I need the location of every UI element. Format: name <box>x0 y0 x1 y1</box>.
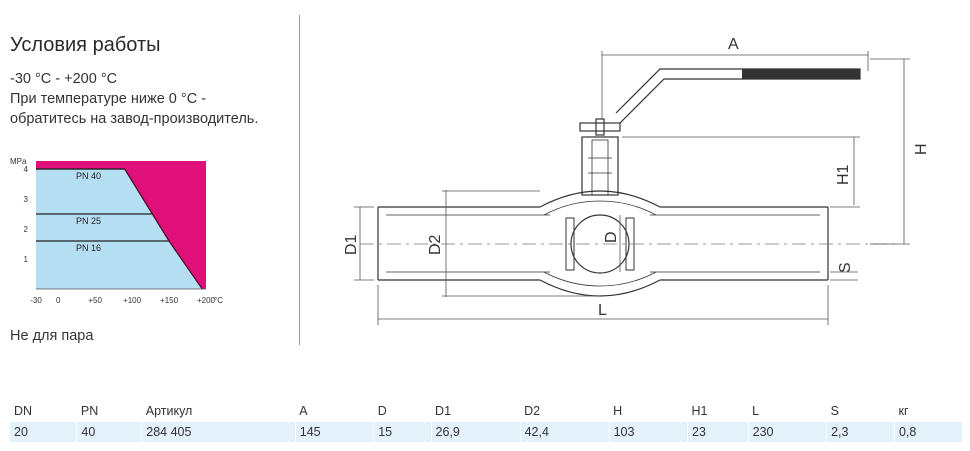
table-cell: 23 <box>687 422 749 442</box>
series-label: PN 16 <box>76 243 101 253</box>
dim-label-a: A <box>728 36 739 53</box>
section-divider <box>299 15 300 345</box>
dim-label-d: D <box>603 231 620 243</box>
dim-label-s: S <box>837 262 854 273</box>
pressure-temperature-chart: MPa °C PN 40 PN 25 PN 16 1 2 3 4 -30 0 +50 +100 +15… <box>10 157 223 305</box>
table-header-cell: D2 <box>524 404 541 418</box>
table-header-cell: H <box>613 404 623 418</box>
low-temperature-note-line2: обратитесь на завод-производитель. <box>10 111 259 127</box>
ball-valve-drawing: A H H1 D1 D2 D S L <box>343 36 930 325</box>
table-header-cell: L <box>752 404 760 418</box>
dim-label-h1: H1 <box>835 164 852 185</box>
y-tick-label: 3 <box>24 195 29 204</box>
not-for-steam-note: Не для пара <box>10 328 94 344</box>
x-tick-label: +50 <box>88 296 102 305</box>
table-cell: 42,4 <box>520 422 610 442</box>
table-cell: 0,8 <box>894 422 964 442</box>
table-header-cell: кг <box>898 404 909 418</box>
table-cell: 20 <box>10 422 78 442</box>
table-cell: 145 <box>295 422 375 442</box>
x-tick-label: +150 <box>160 296 179 305</box>
table-header-cell: D <box>377 404 387 418</box>
table-cell: 230 <box>748 422 828 442</box>
low-temperature-note-line1: При температуре ниже 0 °C - <box>10 91 207 107</box>
y-tick-label: 4 <box>24 165 29 174</box>
allowed-area <box>36 169 203 289</box>
table-cell: 15 <box>373 422 432 442</box>
table-header-cell: S <box>830 404 839 418</box>
table-header-cell: Артикул <box>145 404 193 418</box>
table-cell: 284 405 <box>141 422 296 442</box>
x-tick-label: 0 <box>56 296 61 305</box>
table-header-cell: PN <box>80 404 99 418</box>
temperature-range: -30 °C - +200 °C <box>10 71 118 87</box>
table-header-cell: D1 <box>435 404 452 418</box>
series-label: PN 25 <box>76 216 101 226</box>
dim-label-h: H <box>913 143 930 155</box>
dim-label-d1: D1 <box>343 234 360 255</box>
table-header-cell: H1 <box>691 404 708 418</box>
table-header-cell: DN <box>14 404 33 418</box>
dim-label-l: L <box>598 302 607 319</box>
table-header-cell: A <box>299 404 308 418</box>
x-axis-unit: °C <box>214 296 223 305</box>
table-cell: 103 <box>609 422 689 442</box>
table-cell: 40 <box>76 422 143 442</box>
x-tick-label: -30 <box>30 296 42 305</box>
table-cell: 26,9 <box>431 422 521 442</box>
x-tick-label: +200 <box>197 296 216 305</box>
dim-label-d2: D2 <box>427 234 444 255</box>
series-label: PN 40 <box>76 171 101 181</box>
y-axis-unit: MPa <box>10 157 27 166</box>
y-tick-label: 2 <box>24 225 29 234</box>
x-tick-label: +100 <box>123 296 142 305</box>
table-cell: 2,3 <box>826 422 895 442</box>
conditions-title: Условия работы <box>10 34 161 56</box>
y-tick-label: 1 <box>24 255 29 264</box>
